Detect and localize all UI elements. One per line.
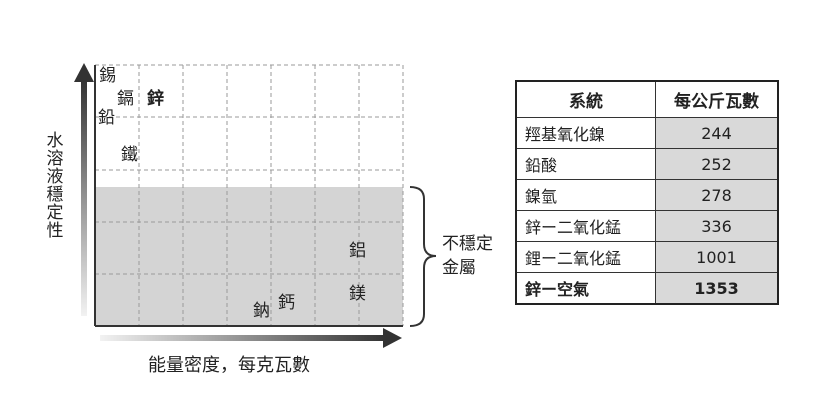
system-cell: 鉛酸 bbox=[515, 148, 656, 180]
system-cell: 鋅ー二氧化錳 bbox=[515, 210, 656, 242]
system-cell: 鎳氫 bbox=[515, 179, 656, 211]
metal-sodium: 鈉 bbox=[253, 301, 270, 321]
grid bbox=[95, 64, 404, 326]
value-cell: 1001 bbox=[655, 241, 779, 273]
unstable-region bbox=[95, 187, 403, 326]
system-cell: 羥基氧化鎳 bbox=[515, 117, 656, 149]
unstable-brace bbox=[409, 186, 437, 327]
value-cell: 336 bbox=[655, 210, 779, 242]
unstable-label-line2: 金屬 bbox=[442, 258, 476, 278]
table-row: 羥基氧化鎳 244 bbox=[515, 117, 779, 149]
x-axis-label: 能量密度，每克瓦數 bbox=[148, 355, 310, 376]
x-axis-arrow bbox=[100, 328, 402, 348]
value-cell: 278 bbox=[655, 179, 779, 211]
system-cell: 鋰ー二氧化錳 bbox=[515, 241, 656, 273]
value-cell: 1353 bbox=[655, 272, 779, 305]
table-row: 鋰ー二氧化錳 1001 bbox=[515, 241, 779, 273]
metal-lead: 鉛 bbox=[98, 108, 115, 128]
system-cell: 鋅ー空氣 bbox=[515, 272, 656, 305]
metal-magnesium: 鎂 bbox=[349, 284, 366, 304]
y-axis-arrow bbox=[74, 63, 94, 316]
table-row: 鋅ー二氧化錳 336 bbox=[515, 210, 779, 242]
unstable-label-line1: 不穩定 bbox=[442, 234, 493, 254]
unstable-metals-label: 不穩定 金屬 bbox=[442, 232, 512, 280]
value-cell: 244 bbox=[655, 117, 779, 149]
value-cell: 252 bbox=[655, 148, 779, 180]
header-value: 每公斤瓦數 bbox=[655, 80, 779, 118]
table-row: 鎳氫 278 bbox=[515, 179, 779, 211]
metal-zinc: 鋅 bbox=[147, 89, 164, 109]
metal-cadmium: 鎘 bbox=[117, 89, 134, 109]
table-row-highlight: 鋅ー空氣 1353 bbox=[515, 272, 779, 305]
metal-calcium: 鈣 bbox=[278, 293, 295, 313]
table-row: 鉛酸 252 bbox=[515, 148, 779, 180]
header-system: 系統 bbox=[515, 80, 656, 118]
metal-iron: 鐵 bbox=[121, 145, 138, 165]
table-header-row: 系統 每公斤瓦數 bbox=[515, 80, 779, 118]
metal-aluminum: 鋁 bbox=[349, 241, 366, 261]
metal-tin: 錫 bbox=[99, 66, 116, 86]
y-axis-label: 水溶液穩定性 bbox=[46, 131, 64, 241]
energy-density-table: 系統 每公斤瓦數 羥基氧化鎳 244 鉛酸 252 鎳氫 278 鋅ー二氧化錳 … bbox=[515, 80, 779, 305]
